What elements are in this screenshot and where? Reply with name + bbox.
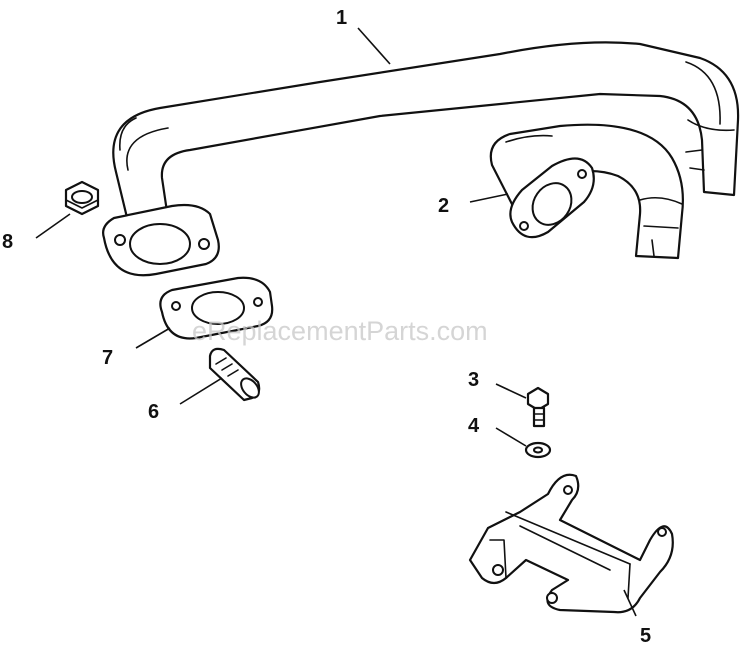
callout-8: 8: [2, 231, 13, 253]
callout-7: 7: [102, 347, 113, 369]
part-6-stud[interactable]: [208, 347, 262, 402]
callout-1: 1: [336, 7, 347, 29]
callout-5: 5: [640, 625, 651, 647]
part-8-nut[interactable]: [64, 180, 100, 216]
part-1-exhaust-pipe[interactable]: [112, 41, 740, 234]
part-1-flange: [102, 203, 220, 277]
leader-lines: [35, 27, 637, 617]
callout-3: 3: [468, 369, 479, 391]
part-2-flange: [509, 157, 595, 239]
callout-4: 4: [468, 415, 480, 437]
callout-6: 6: [148, 401, 159, 423]
part-3-bolt[interactable]: [526, 386, 550, 428]
part-7-gasket[interactable]: [159, 276, 274, 340]
callout-2: 2: [438, 195, 449, 217]
watermark-text: eReplacementParts.com: [192, 316, 488, 346]
part-5-bracket[interactable]: [468, 473, 674, 614]
part-2-exhaust-pipe[interactable]: [489, 123, 684, 260]
part-4-washer[interactable]: [524, 441, 552, 459]
